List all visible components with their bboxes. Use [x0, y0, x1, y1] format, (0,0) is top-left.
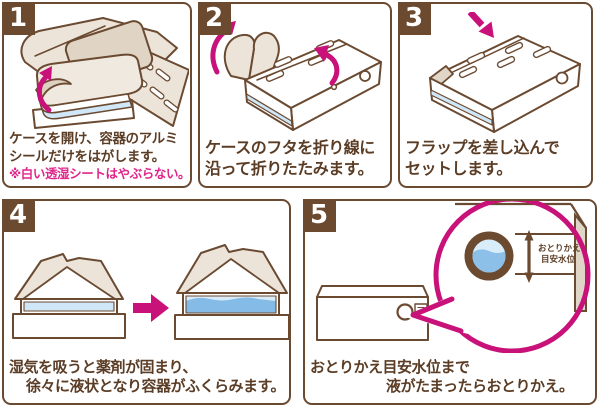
step-panel-5: 5 おとりかえ 目安水位: [302, 198, 597, 405]
step-number-1: 1: [1, 1, 35, 35]
bubble-tail: [410, 296, 464, 334]
step-caption: ケースのフタを折り線に 沿って折りたたみます。: [205, 138, 387, 179]
step-number-2: 2: [197, 1, 231, 35]
step-caption: フラップを差し込んで セットします。: [405, 138, 588, 179]
step-number-5: 5: [302, 198, 336, 232]
step-panel-3: 3 フラップを差し込んで セットします。: [397, 1, 593, 188]
front-blue-stripe: [430, 89, 493, 126]
caption-line: 液がたまったらおとりかえ。: [386, 376, 574, 395]
caption-note: ※白い透湿シートはやぶらない。: [9, 166, 191, 181]
step-caption: 湿気を吸うと薬剤が固まり、 徐々に液状となり容器がふくらみます。: [9, 358, 286, 396]
insert-arrow-icon: [467, 12, 494, 38]
caption-line: シールだけをはがします。: [9, 148, 165, 165]
transform-arrow-icon: [133, 294, 169, 322]
caption-line: セットします。: [405, 158, 512, 178]
step-number-3: 3: [397, 1, 431, 35]
caption-line: ケースのフタを折り線に: [205, 138, 375, 158]
step-number-4: 4: [1, 198, 35, 232]
insert-flap-illustration: [429, 12, 581, 133]
tray-blue-rim: [40, 100, 133, 120]
level-range-arrow-icon: [524, 230, 534, 283]
zoom-view: おとりかえ 目安水位: [455, 202, 587, 313]
water-level-check-illustration: おとりかえ 目安水位: [316, 201, 591, 353]
caption-line: 徐々に液状となり容器がふくらみます。: [26, 376, 286, 395]
step-panel-4: 4 湿気を吸うと薬剤が固まり、 徐々に液状となり容器がふくらみます。: [1, 198, 291, 405]
peel-arrow-icon: [36, 66, 52, 113]
caption-line: ケースを開け、容器のアルミ: [9, 131, 178, 148]
magnifier-label-line: 目安水位: [541, 254, 576, 265]
step-caption: ケースを開け、容器のアルミ シールだけをはがします。 ※白い透湿シートはやぶらな…: [9, 131, 191, 182]
caption-line: フラップを差し込んで: [405, 138, 560, 158]
magnifier-label-line: おとりかえ: [538, 244, 581, 254]
top-slots: [458, 41, 552, 79]
product-box-small: [316, 285, 429, 341]
side-hole: [555, 71, 569, 85]
open-case-peel-seal-illustration: [20, 17, 189, 129]
outer-box-base: [174, 314, 289, 340]
liquid-state-diagram: [174, 244, 289, 340]
caption-line: 沿って折りたたみます。: [205, 158, 374, 178]
seal-curl: [35, 78, 72, 99]
solid-state-diagram: [12, 253, 126, 339]
fold-arrow-top-icon: [314, 45, 340, 91]
liquid-desiccant: [186, 297, 276, 313]
liquid-in-window: [472, 249, 506, 273]
caption-line: 湿気を吸うと薬剤が固まり、: [9, 357, 197, 376]
step-caption: おとりかえ目安水位まで 液がたまったらおとりかえ。: [310, 358, 592, 396]
fold-lid-illustration: [210, 21, 382, 131]
caption-line: おとりかえ目安水位まで: [310, 357, 470, 376]
step-panel-2: 2 ケースのフタを折り線に: [197, 1, 392, 188]
side-hole: [359, 70, 371, 82]
solid-desiccant-layer: [23, 301, 115, 312]
outer-box-base: [12, 313, 126, 339]
front-blue-stripe: [245, 93, 293, 127]
step-panel-1: 1: [1, 1, 192, 188]
absorption-stages-illustration: [12, 244, 289, 340]
magnifier-bubble: [405, 201, 591, 353]
